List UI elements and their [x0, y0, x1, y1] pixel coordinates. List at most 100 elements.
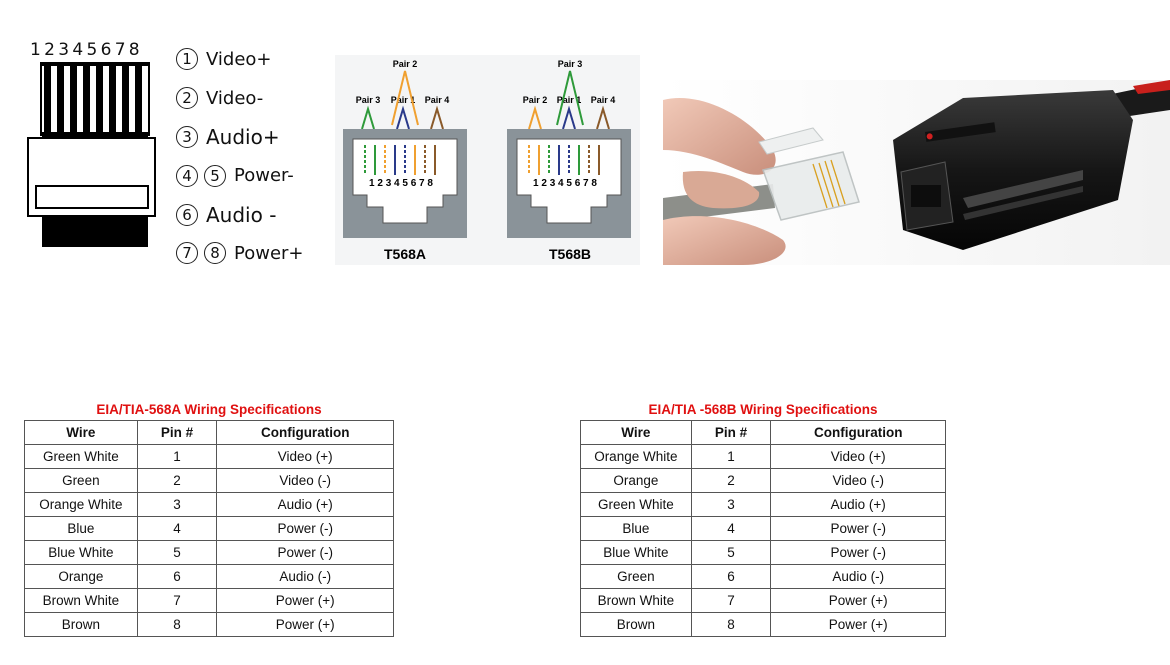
configuration-cell: Power (-) [216, 516, 394, 541]
wire-cell: Brown [24, 612, 138, 637]
pin-circle: 7 [176, 242, 198, 265]
pin-circle: 3 [176, 125, 198, 148]
pin-cell: 6 [136, 564, 218, 589]
wire-cell: Blue [580, 516, 692, 541]
pin-cell: 2 [690, 468, 772, 493]
wire-cell: Orange White [580, 444, 692, 469]
t568b-pair-top: Pair 3 [558, 59, 583, 69]
wire-cell: Blue White [24, 540, 138, 565]
legend-row: 6 Audio - [176, 195, 326, 234]
configuration-cell: Power (+) [216, 612, 394, 637]
legend-label: Power+ [234, 242, 304, 264]
pin-cell: 4 [136, 516, 218, 541]
connector-photo [663, 80, 1170, 265]
header-wire: Wire [24, 420, 138, 445]
pin-cell: 7 [690, 588, 772, 613]
configuration-cell: Audio (-) [216, 564, 394, 589]
t568b-label: T568B [549, 246, 591, 262]
wire-cell: Brown White [580, 588, 692, 613]
wire-cell: Orange [580, 468, 692, 493]
header-wire: Wire [580, 420, 692, 445]
pin-circle: 4 [176, 164, 198, 187]
t568a-label: T568A [384, 246, 426, 262]
wire-cell: Green [24, 468, 138, 493]
wire-cell: Blue White [580, 540, 692, 565]
t568b-pair-right: Pair 4 [591, 95, 616, 105]
table-header-row: Wire Pin # Configuration [24, 420, 394, 445]
t568a-jack: Pair 2 Pair 3 Pair 1 Pair 4 1 2 3 4 5 6 … [343, 59, 467, 262]
legend-label: Power- [234, 165, 294, 187]
t568a-pair-left: Pair 3 [356, 95, 381, 105]
jack-wiring-diagrams: Pair 2 Pair 3 Pair 1 Pair 4 1 2 3 4 5 6 … [335, 55, 640, 265]
wire-cell: Green White [24, 444, 138, 469]
configuration-cell: Video (+) [216, 444, 394, 469]
configuration-cell: Video (-) [770, 468, 946, 493]
header-configuration: Configuration [216, 420, 394, 445]
t568a-pin-numbers: 1 2 3 4 5 6 7 8 [369, 178, 433, 189]
legend-row: 2 Video- [176, 79, 326, 118]
configuration-cell: Power (+) [216, 588, 394, 613]
pin-number-row: 12345678 [30, 40, 143, 60]
t568b-pair-mid: Pair 1 [557, 95, 582, 105]
wire-cell: Blue [24, 516, 138, 541]
wire-cell: Green White [580, 492, 692, 517]
t568a-pair-right: Pair 4 [425, 95, 450, 105]
table-568a-title: EIA/TIA-568A Wiring Specifications [96, 402, 322, 417]
rj45-plug-diagram [27, 62, 156, 247]
legend-row: 3 Audio+ [176, 118, 326, 157]
legend-row: 4 5 Power- [176, 156, 326, 195]
pin-cell: 7 [136, 588, 218, 613]
legend-label: Audio - [206, 202, 277, 227]
configuration-cell: Audio (+) [216, 492, 394, 517]
pin-circle: 5 [204, 164, 226, 187]
header-pin: Pin # [690, 420, 772, 445]
wire-cell: Orange [24, 564, 138, 589]
configuration-cell: Video (-) [216, 468, 394, 493]
table-568a: EIA/TIA-568A Wiring Specifications Wire … [24, 400, 394, 637]
configuration-cell: Power (+) [770, 588, 946, 613]
legend-label: Video- [206, 87, 264, 109]
table-header-row: Wire Pin # Configuration [580, 420, 946, 445]
table-568b: EIA/TIA -568B Wiring Specifications Wire… [580, 400, 946, 637]
t568b-pin-numbers: 1 2 3 4 5 6 7 8 [533, 178, 597, 189]
configuration-cell: Audio (+) [770, 492, 946, 517]
configuration-cell: Video (+) [770, 444, 946, 469]
pin-cell: 3 [136, 492, 218, 517]
wire-cell: Brown White [24, 588, 138, 613]
pin-cell: 3 [690, 492, 772, 517]
t568b-pair-left: Pair 2 [523, 95, 548, 105]
pin-circle: 1 [176, 48, 198, 71]
pin-cell: 8 [136, 612, 218, 637]
legend-row: 1 Video+ [176, 40, 326, 79]
pin-circle: 8 [204, 242, 226, 265]
legend-row: 7 8 Power+ [176, 234, 326, 273]
pin-circle: 6 [176, 203, 198, 226]
pin-cell: 2 [136, 468, 218, 493]
wire-cell: Orange White [24, 492, 138, 517]
header-configuration: Configuration [770, 420, 946, 445]
plug-contacts [44, 66, 142, 136]
pin-cell: 6 [690, 564, 772, 589]
t568a-pair-mid: Pair 1 [391, 95, 416, 105]
pin-cell: 5 [136, 540, 218, 565]
pin-cell: 5 [690, 540, 772, 565]
configuration-cell: Power (-) [770, 540, 946, 565]
configuration-cell: Audio (-) [770, 564, 946, 589]
legend-label: Video+ [206, 48, 272, 70]
